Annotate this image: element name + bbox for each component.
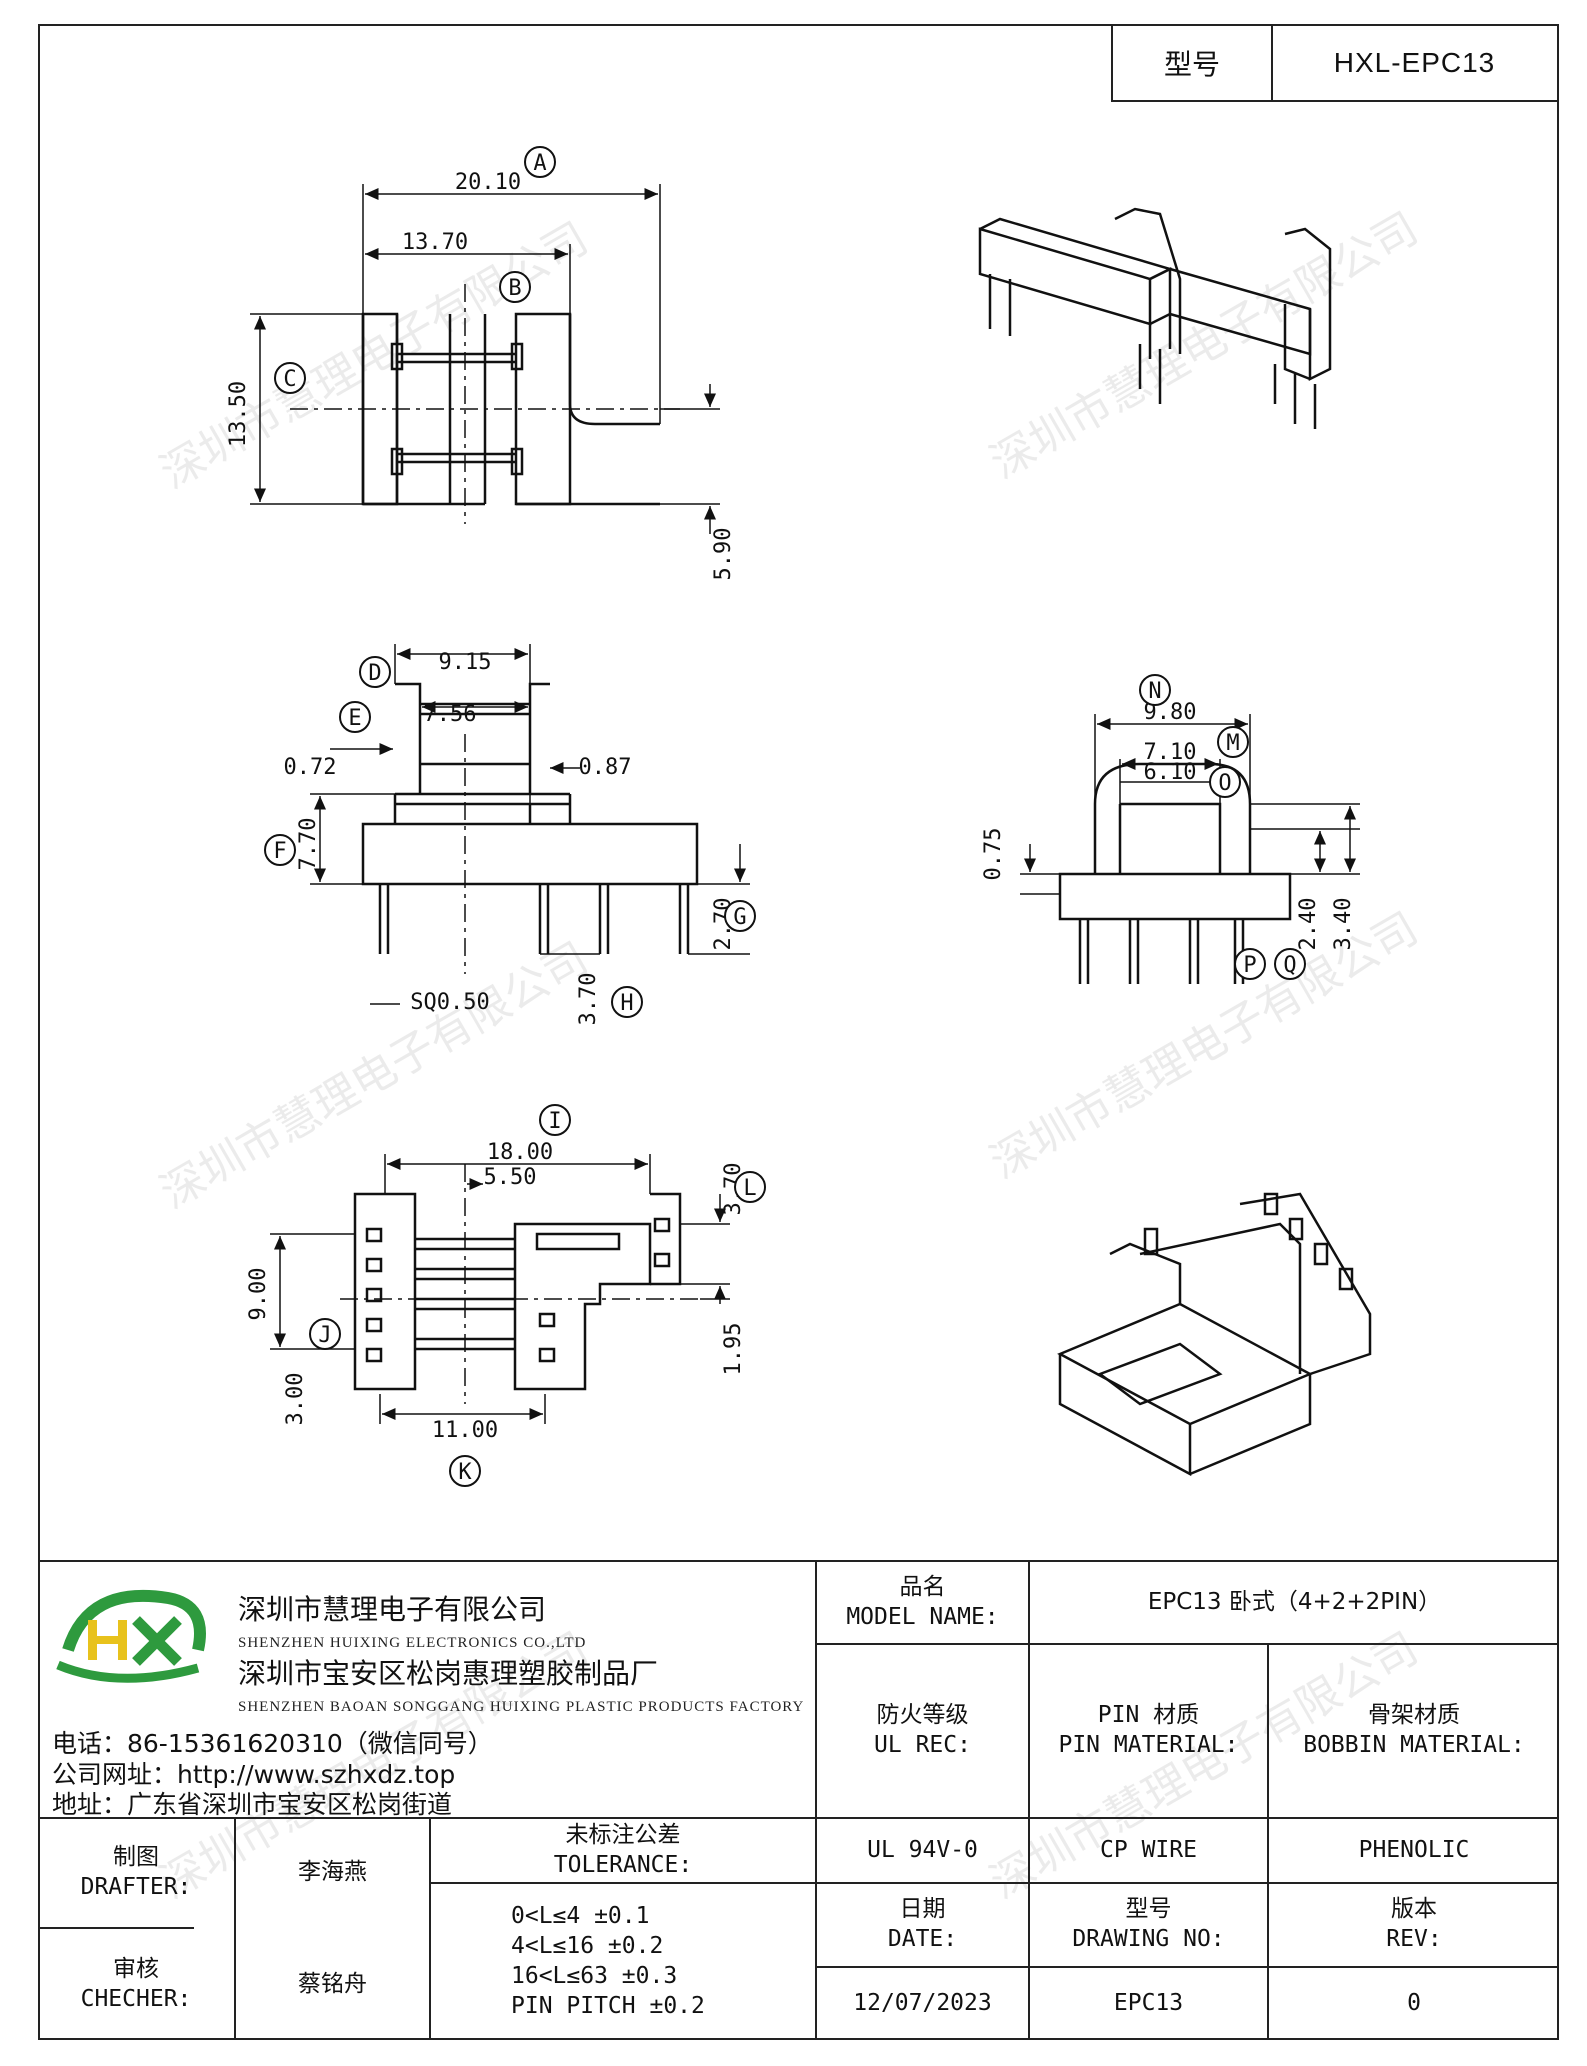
callout-B: B [508, 276, 521, 301]
dim-I-value: 18.00 [487, 1140, 553, 1165]
callout-D: D [368, 661, 381, 686]
dim-O-value: 6.10 [1144, 760, 1197, 785]
dim-075-value: 0.75 [981, 828, 1006, 881]
callout-Q: Q [1283, 953, 1296, 978]
callout-E: E [348, 706, 361, 731]
dim-P-value: 2.40 [1296, 898, 1321, 951]
model-name-value: EPC13 卧式（4+2+2PIN） [1147, 1588, 1442, 1615]
model-label: 型号 [1113, 26, 1273, 100]
bobbin-material-value: PHENOLIC [1358, 1836, 1470, 1863]
callout-I: I [548, 1109, 561, 1134]
isometric-view-bottom [1057, 1192, 1372, 1477]
callout-L: L [743, 1176, 756, 1201]
technical-drawing: 20.10 13.70 13.50 5.90 9.15 7.56 0.72 0.… [226, 146, 1372, 1487]
dim-J-value: 3.00 [283, 1373, 308, 1426]
callout-G: G [733, 905, 746, 930]
callout-C: C [283, 367, 296, 392]
contact-phone: 电话：86-15361620310（微信同号） [52, 1729, 493, 1758]
dim-900-value: 9.00 [246, 1268, 271, 1321]
company-address: 地址：广东省深圳市宝安区松岗街道 [52, 1790, 453, 1819]
ul-rec-value: UL 94V-0 [867, 1836, 978, 1863]
dim-072-value: 0.72 [284, 755, 337, 780]
callout-P: P [1243, 953, 1256, 978]
dim-H-value: 3.70 [576, 973, 601, 1026]
callout-J: J [318, 1323, 331, 1348]
drafter-name: 李海燕 [298, 1859, 367, 1886]
dim-F-value: 7.70 [296, 818, 321, 871]
callout-K: K [458, 1460, 472, 1485]
dim-sq-value: SQ0.50 [410, 990, 489, 1015]
rev-value: 0 [1407, 1990, 1421, 2017]
dim-Q-value: 3.40 [1331, 898, 1356, 951]
callout-F: F [273, 839, 286, 864]
dim-A-value: 20.10 [455, 170, 521, 195]
company-name-cn: 深圳市慧理电子有限公司 [238, 1593, 547, 1626]
model-header: 型号 HXL-EPC13 [1111, 26, 1558, 102]
tolerance-table: 0<L≤4 ±0.1 4<L≤16 ±0.2 16<L≤63 ±0.3 PIN … [511, 1903, 705, 2019]
factory-name-en: SHENZHEN BAOAN SONGGANG HUIXING PLASTIC … [238, 1699, 805, 1715]
callout-N: N [1148, 679, 1161, 704]
top-view [250, 184, 720, 534]
company-website: 公司网址：http://www.szhxdz.top [52, 1760, 456, 1789]
factory-name-cn: 深圳市宝安区松岗惠理塑胶制品厂 [238, 1657, 659, 1690]
model-value: HXL-EPC13 [1333, 47, 1496, 78]
checker-name: 蔡铭舟 [298, 1970, 367, 1997]
dim-087-value: 0.87 [579, 755, 632, 780]
title-block: 深圳市慧理电子有限公司 SHENZHEN HUIXING ELECTRONICS… [38, 1560, 1559, 2040]
callout-H: H [620, 991, 633, 1016]
dim-195-value: 1.95 [721, 1323, 746, 1376]
dim-D-value: 9.15 [439, 650, 492, 675]
dim-M-value: 7.10 [1144, 740, 1197, 765]
drawing-sheet-border [38, 24, 1559, 2040]
dim-K-value: 11.00 [432, 1418, 498, 1443]
dim-550-value: 5.50 [484, 1165, 537, 1190]
side-view [1020, 714, 1360, 984]
isometric-view-top [978, 207, 1332, 429]
pin-material-value: CP WIRE [1100, 1836, 1197, 1863]
dim-E-value: 7.56 [424, 702, 477, 727]
callout-O: O [1218, 771, 1231, 796]
hx-logo-icon [56, 1589, 206, 1683]
bottom-view [270, 1154, 730, 1424]
drawing-no-value: EPC13 [1113, 1990, 1184, 2017]
company-name-en: SHENZHEN HUIXING ELECTRONICS CO.,LTD [238, 1635, 587, 1651]
callout-A: A [533, 151, 546, 176]
date-value: 12/07/2023 [853, 1990, 992, 2017]
callout-M: M [1226, 731, 1239, 756]
front-view [310, 644, 750, 1005]
dim-B-value: 13.70 [402, 230, 468, 255]
dim-590-value: 5.90 [711, 528, 736, 581]
dim-C-value: 13.50 [226, 381, 251, 447]
